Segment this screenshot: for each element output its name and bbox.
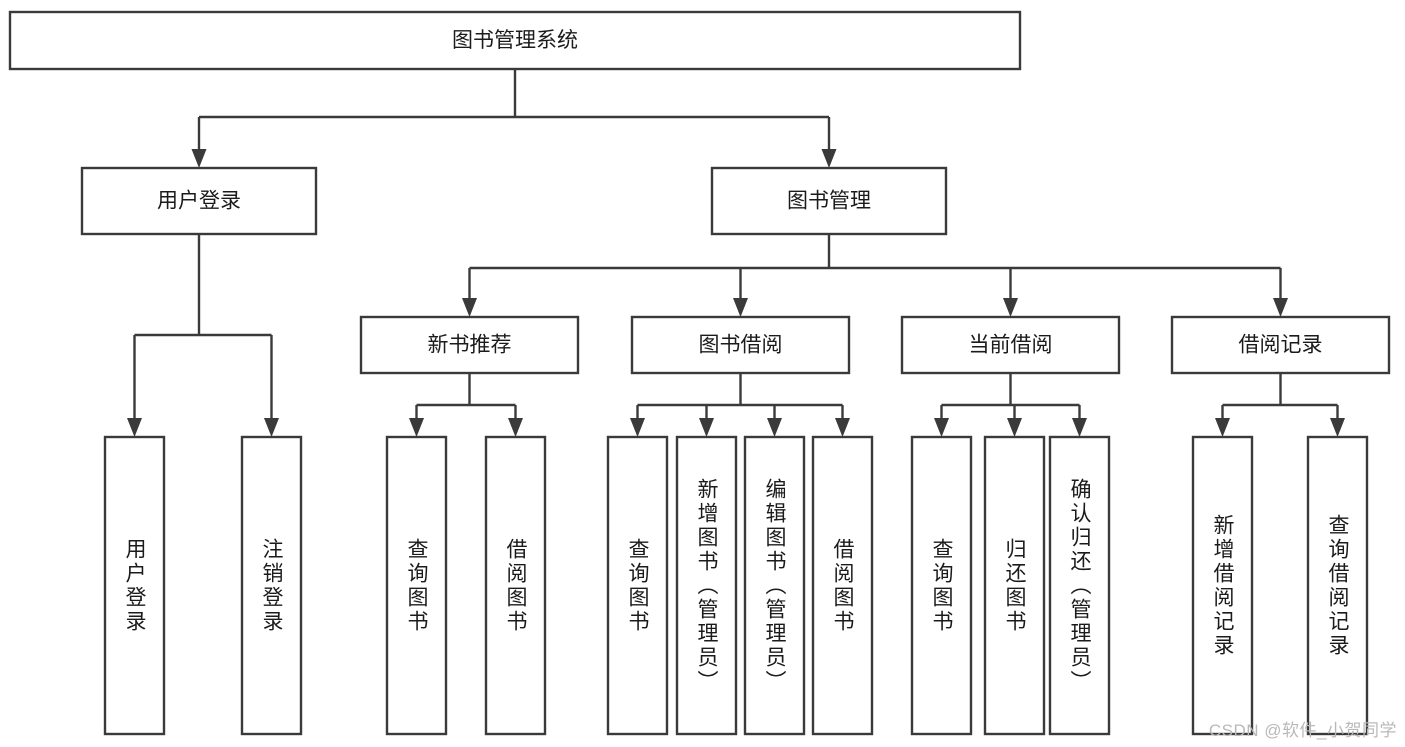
node-label-book-borrow: 图书借阅 — [699, 334, 783, 357]
node-box-borrow-record[interactable] — [1170, 315, 1391, 375]
node-box-book-borrow[interactable] — [630, 315, 851, 375]
node-box-leaf-user-login[interactable] — [103, 435, 166, 736]
node-box-leaf-query-book-3[interactable] — [910, 435, 973, 736]
arrow-head-l3-1-leaf-0 — [630, 418, 645, 437]
arrow-head-l3-2-leaf-2 — [1072, 418, 1087, 437]
arrow-head-l2-0 — [191, 149, 207, 168]
arrow-head-l3-3-leaf-1 — [1330, 418, 1345, 437]
node-box-leaf-borrow-book-2[interactable] — [811, 435, 874, 736]
node-label-current-borrow: 当前借阅 — [969, 334, 1053, 357]
node-box-leaf-return-book[interactable] — [983, 435, 1046, 736]
arrow-head-l3-2 — [1003, 298, 1018, 317]
node-box-book-manage[interactable] — [710, 166, 948, 236]
node-box-leaf-query-book-1[interactable] — [385, 435, 448, 736]
arrow-head-ul-leaf-1 — [264, 418, 279, 437]
arrow-head-l3-1 — [733, 298, 748, 317]
node-box-leaf-add-borrow-record[interactable] — [1191, 435, 1254, 736]
node-label-borrow-record: 借阅记录 — [1239, 334, 1323, 357]
boxes-layer — [8, 10, 1391, 736]
arrow-head-l3-3-leaf-0 — [1215, 418, 1230, 437]
node-box-leaf-query-borrow-record[interactable] — [1306, 435, 1369, 736]
arrow-head-l3-2-leaf-0 — [934, 418, 949, 437]
arrow-head-l3-1-leaf-3 — [835, 418, 850, 437]
node-box-user-login[interactable] — [80, 166, 318, 236]
node-label-new-book-recommend: 新书推荐 — [428, 334, 512, 357]
node-box-leaf-edit-book-admin[interactable] — [743, 435, 806, 736]
arrow-head-ul-leaf-0 — [127, 418, 142, 437]
csdn-watermark: CSDN @软件_小贺同学 — [1208, 721, 1397, 740]
arrow-head-l3-3 — [1273, 298, 1288, 317]
node-box-leaf-borrow-book-1[interactable] — [484, 435, 547, 736]
node-box-leaf-logout-login[interactable] — [240, 435, 303, 736]
node-box-root[interactable] — [8, 10, 1022, 71]
arrow-head-l3-2-leaf-1 — [1007, 418, 1022, 437]
arrow-head-l3-0-leaf-1 — [508, 418, 523, 437]
node-label-user-login: 用户登录 — [157, 190, 241, 213]
node-box-leaf-confirm-return[interactable] — [1048, 435, 1111, 736]
node-box-current-borrow[interactable] — [900, 315, 1121, 375]
node-box-new-book-recommend[interactable] — [359, 315, 580, 375]
arrow-head-l3-0-leaf-0 — [409, 418, 424, 437]
arrow-head-l2-1 — [821, 149, 837, 168]
arrow-head-l3-0 — [462, 298, 477, 317]
arrow-head-l3-1-leaf-1 — [699, 418, 714, 437]
connectors-layer — [127, 69, 1345, 437]
node-box-leaf-add-book-admin[interactable] — [675, 435, 738, 736]
node-label-book-manage: 图书管理 — [787, 190, 871, 213]
node-box-leaf-query-book-2[interactable] — [606, 435, 669, 736]
node-label-root: 图书管理系统 — [452, 29, 578, 52]
arrow-head-l3-1-leaf-2 — [767, 418, 782, 437]
